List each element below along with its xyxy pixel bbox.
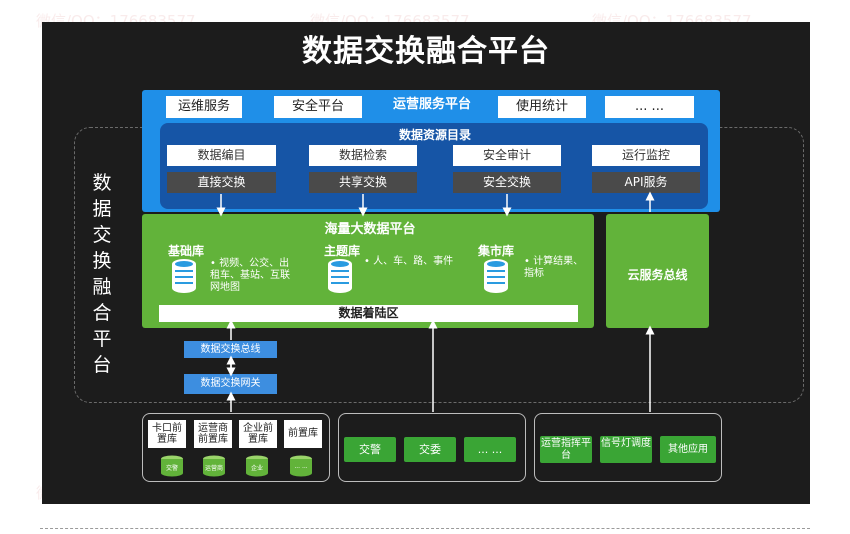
data-landing-zone: 数据着陆区 [159, 305, 578, 322]
cylinder-label: 运营商 [204, 465, 223, 472]
ops-button-statistics[interactable]: 使用统计 [498, 96, 586, 118]
application-group [534, 413, 722, 482]
library-desc-topic: • 人、车、路、事件 [364, 256, 454, 267]
ops-button-more[interactable]: ... ... [605, 96, 694, 118]
exchange-direct[interactable]: 直接交换 [167, 172, 276, 193]
database-icon [290, 455, 312, 477]
front-db-generic[interactable]: 前置库 [284, 420, 322, 448]
api-service[interactable]: API服务 [592, 172, 700, 193]
exchange-secure[interactable]: 安全交换 [453, 172, 561, 193]
app-other[interactable]: 其他应用 [660, 436, 716, 463]
ops-platform-label: 运营服务平台 [392, 97, 471, 112]
dept-transport-committee[interactable]: 交委 [404, 437, 456, 462]
data-resource-catalog [160, 123, 708, 209]
cylinder-label: ... ... [294, 463, 308, 470]
library-title-base: 基础库 [168, 244, 205, 258]
catalog-item-search[interactable]: 数据检索 [309, 145, 417, 166]
library-title-mart: 集市库 [478, 244, 515, 258]
exchange-shared[interactable]: 共享交换 [309, 172, 417, 193]
data-exchange-bus: 数据交换总线 [184, 341, 277, 358]
cloud-service-bus [606, 214, 709, 328]
department-group [338, 413, 526, 482]
dept-more[interactable]: ... ... [464, 437, 516, 462]
library-desc-base: • 视频、公交、出租车、基站、互联网地图 [210, 258, 290, 293]
data-exchange-gateway: 数据交换网关 [184, 374, 277, 394]
cylinder-label: 交警 [165, 465, 178, 472]
ops-button-maintenance[interactable]: 运维服务 [166, 96, 242, 118]
database-icon [172, 259, 196, 293]
library-title-topic: 主题库 [324, 244, 361, 258]
resource-catalog-label: 数据资源目录 [398, 128, 471, 142]
dept-traffic-police[interactable]: 交警 [344, 437, 396, 462]
app-ops-command[interactable]: 运营指挥平台 [540, 436, 592, 463]
big-data-platform-label: 海量大数据平台 [324, 222, 416, 237]
ops-button-security[interactable]: 安全平台 [274, 96, 362, 118]
app-signal-dispatch[interactable]: 信号灯调度 [600, 436, 652, 463]
database-icon [484, 259, 508, 293]
database-icon [203, 455, 225, 477]
cloud-service-bus-label: 云服务总线 [627, 268, 688, 282]
front-db-checkpoint[interactable]: 卡口前置库 [148, 420, 186, 448]
catalog-item-cataloging[interactable]: 数据编目 [167, 145, 276, 166]
divider [40, 528, 810, 529]
side-title: 数据交换融合平台 [92, 172, 112, 376]
catalog-item-monitoring[interactable]: 运行监控 [592, 145, 700, 166]
database-icon [246, 455, 268, 477]
front-db-operator[interactable]: 运营商前置库 [194, 420, 232, 448]
library-desc-mart: • 计算结果、指标 [524, 256, 584, 279]
database-icon [328, 259, 352, 293]
database-icon [161, 455, 183, 477]
front-db-enterprise[interactable]: 企业前置库 [239, 420, 277, 448]
cylinder-label: 企业 [250, 465, 263, 472]
page-title: 数据交换融合平台 [302, 34, 550, 69]
catalog-item-audit[interactable]: 安全审计 [453, 145, 561, 166]
front-db-group [142, 413, 330, 482]
